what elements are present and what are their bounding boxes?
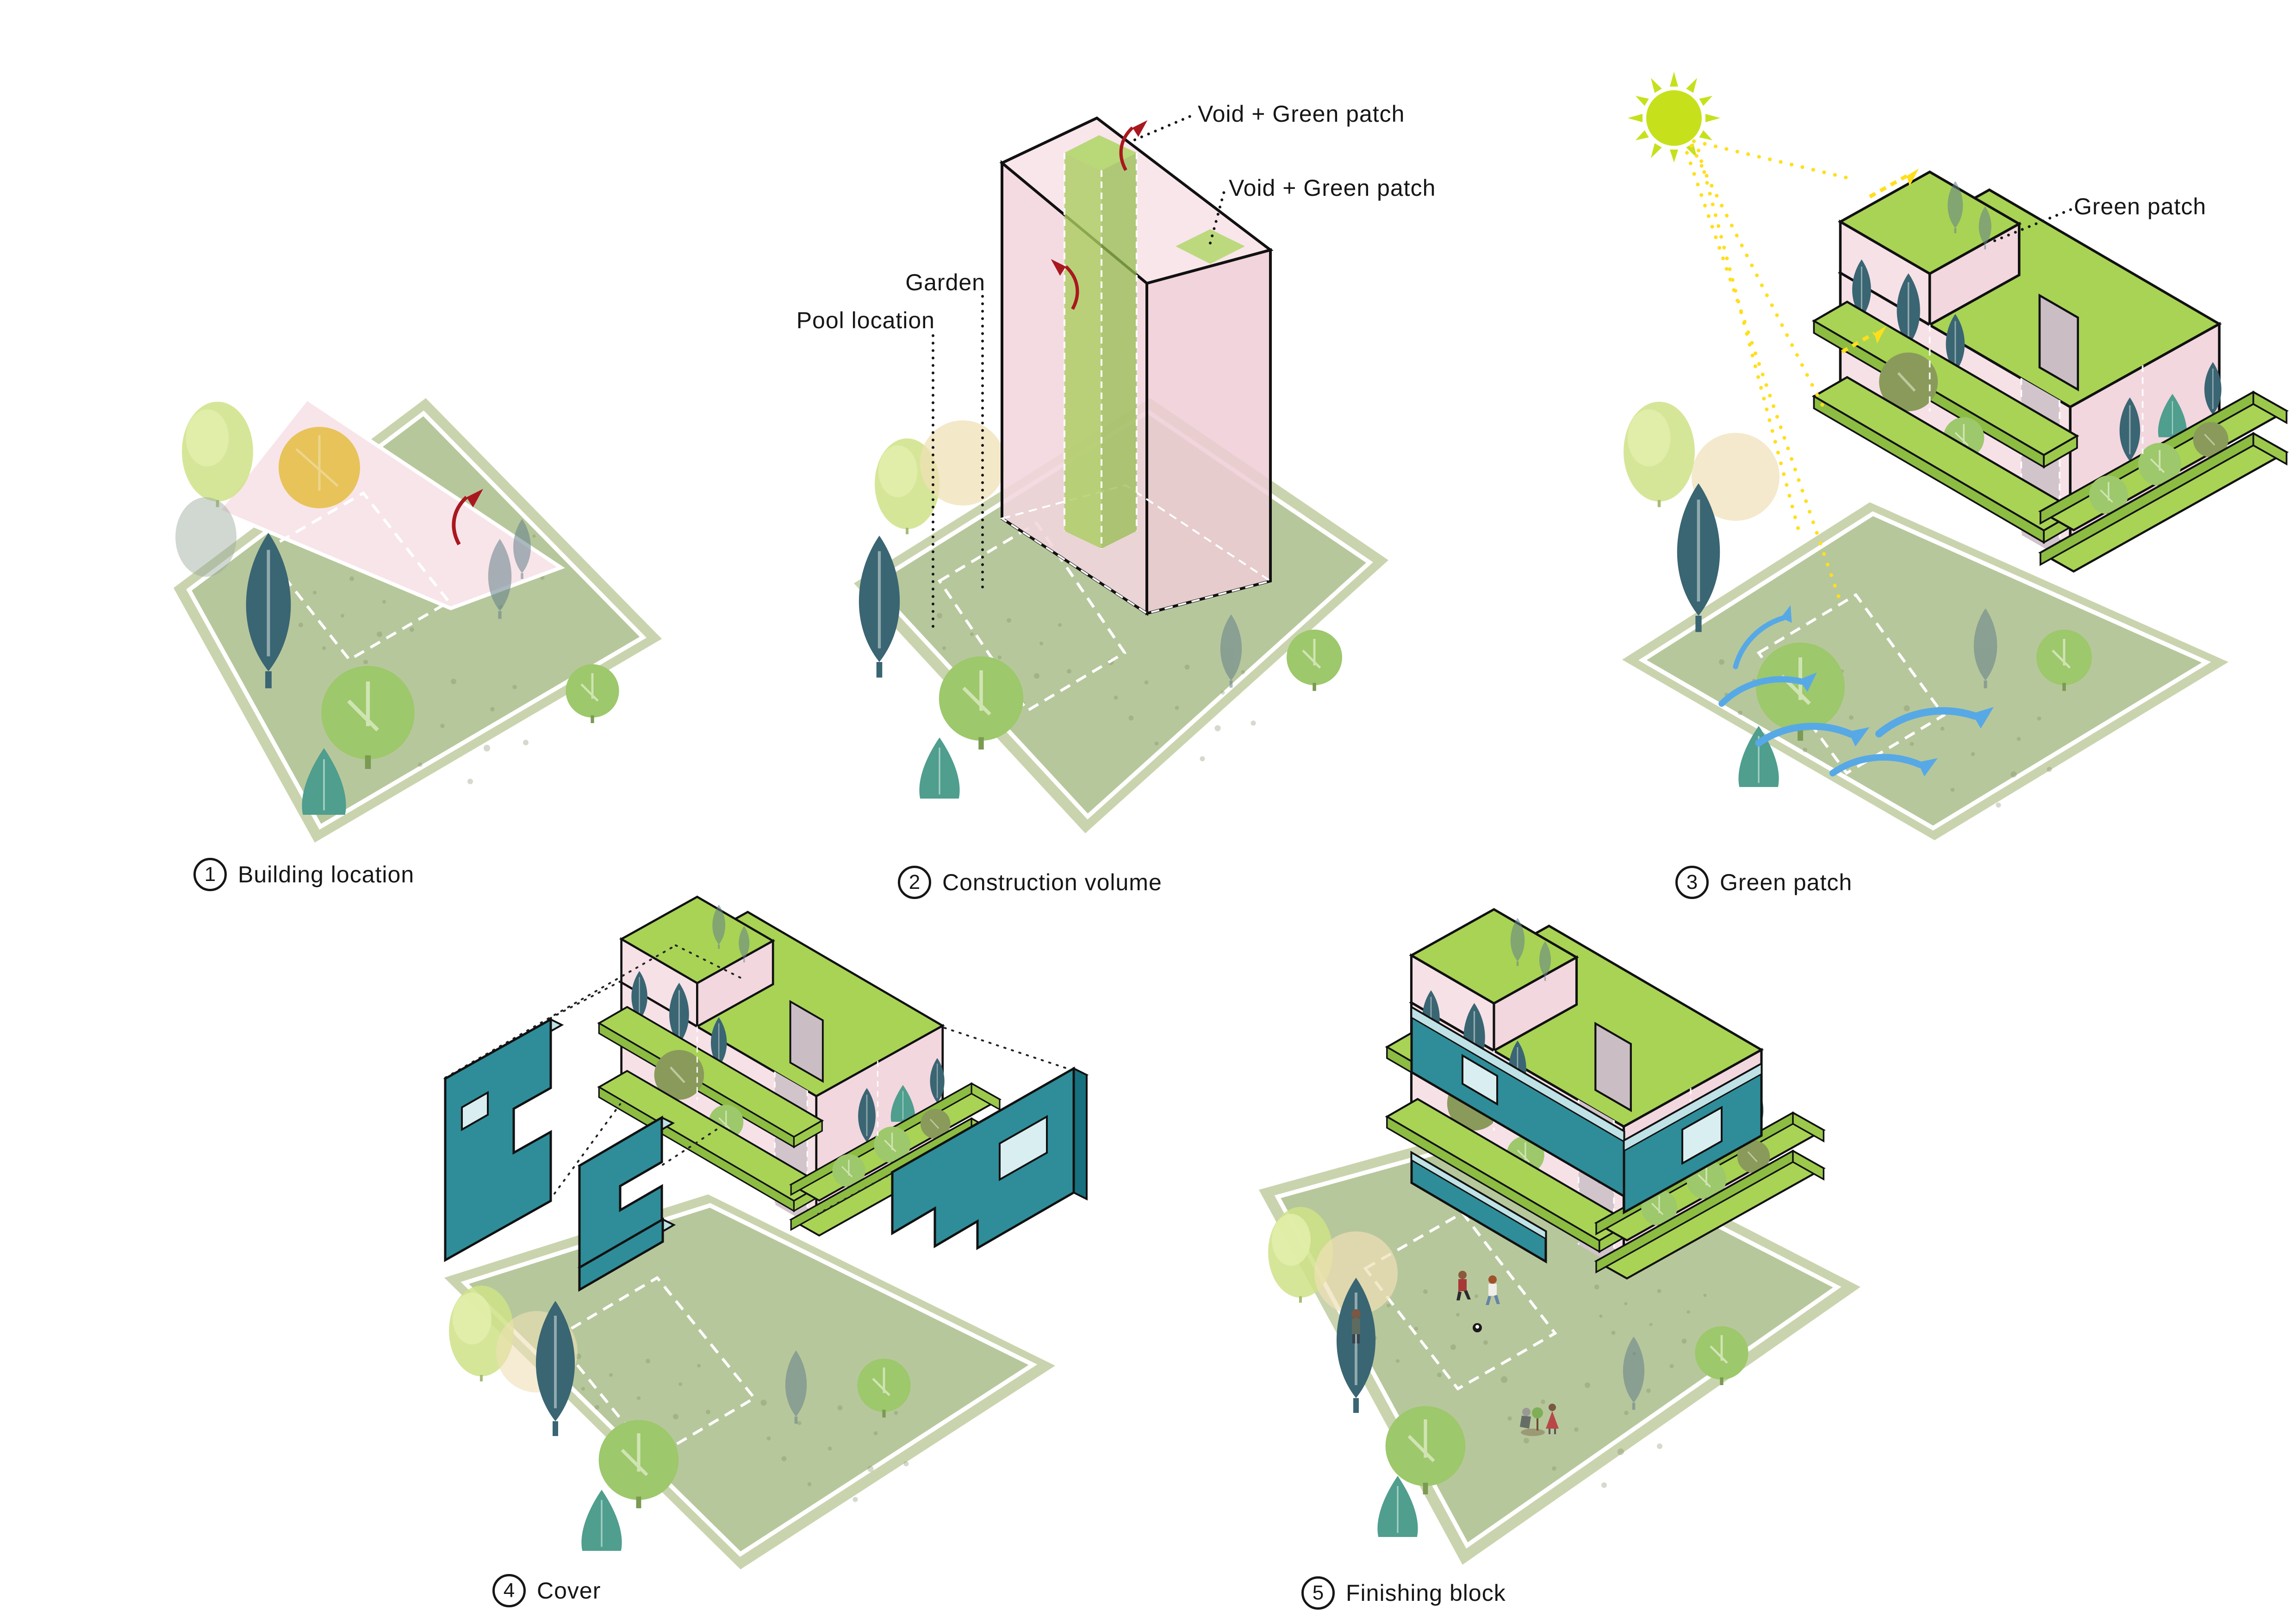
cover-panel-right [890,1066,1089,1250]
label-green-patch: Green patch [2074,194,2207,219]
cover-band-lower-left [1410,1150,1547,1264]
caption-5: 5 Finishing block [1301,1576,1506,1610]
person-standing [1351,1309,1361,1343]
step-number-3: 3 [1675,866,1709,899]
children-playing [1456,1271,1500,1332]
pool-location-outline [261,491,451,662]
label-pool-location: Pool location [796,307,935,333]
step-number-2: 2 [898,866,931,899]
step-label-2: Construction volume [942,869,1162,895]
people-planting [1520,1404,1559,1436]
step-label-3: Green patch [1720,869,1853,895]
green-patch-leader [1993,208,2073,242]
panel-5-art [1259,870,1860,1565]
label-void-green-mid: Void + Green patch [1229,175,1436,201]
site-trees-behind [875,420,1005,534]
cover-panel-bar [577,1217,676,1292]
panel-4-art [443,870,1089,1569]
step-label-4: Cover [537,1578,601,1604]
cover-band-right [1623,1062,1763,1215]
pool-location-outline [1756,593,1946,775]
projection-lines [444,944,1074,1215]
site-trees-behind [1268,1207,1398,1315]
step-label-1: Building location [238,862,415,887]
sun-rays [1685,139,1851,608]
cover-panel-left [443,1017,564,1262]
label-garden: Garden [905,269,985,295]
step-number-5: 5 [1301,1576,1335,1610]
sun-ray-arrow-icon [1841,169,1919,354]
panel-1-art [174,396,662,843]
label-void-green-top: Void + Green patch [1198,101,1405,127]
leader-lines [932,112,1226,630]
site-plot [1622,502,2228,840]
pool-location-outline [553,1276,757,1460]
sun-icon [1628,72,1720,162]
caption-2: 2 Construction volume [898,866,1162,899]
green-void-column [1064,135,1245,549]
panel-2-art [854,112,1388,833]
step-number-1: 1 [193,858,227,891]
site-trees [175,402,619,816]
caption-4: 4 Cover [492,1574,601,1607]
caption-1: 1 Building location [193,858,414,891]
pool-location-outline [1363,1211,1557,1391]
cover-band-upper-left [1410,1005,1625,1199]
panel-3-art [1583,72,2296,840]
step-label-5: Finishing block [1346,1580,1506,1606]
site-plot [444,1194,1055,1569]
caption-3: 3 Green patch [1675,866,1852,899]
site-trees-behind [1624,402,1780,521]
step-number-4: 4 [492,1574,526,1607]
